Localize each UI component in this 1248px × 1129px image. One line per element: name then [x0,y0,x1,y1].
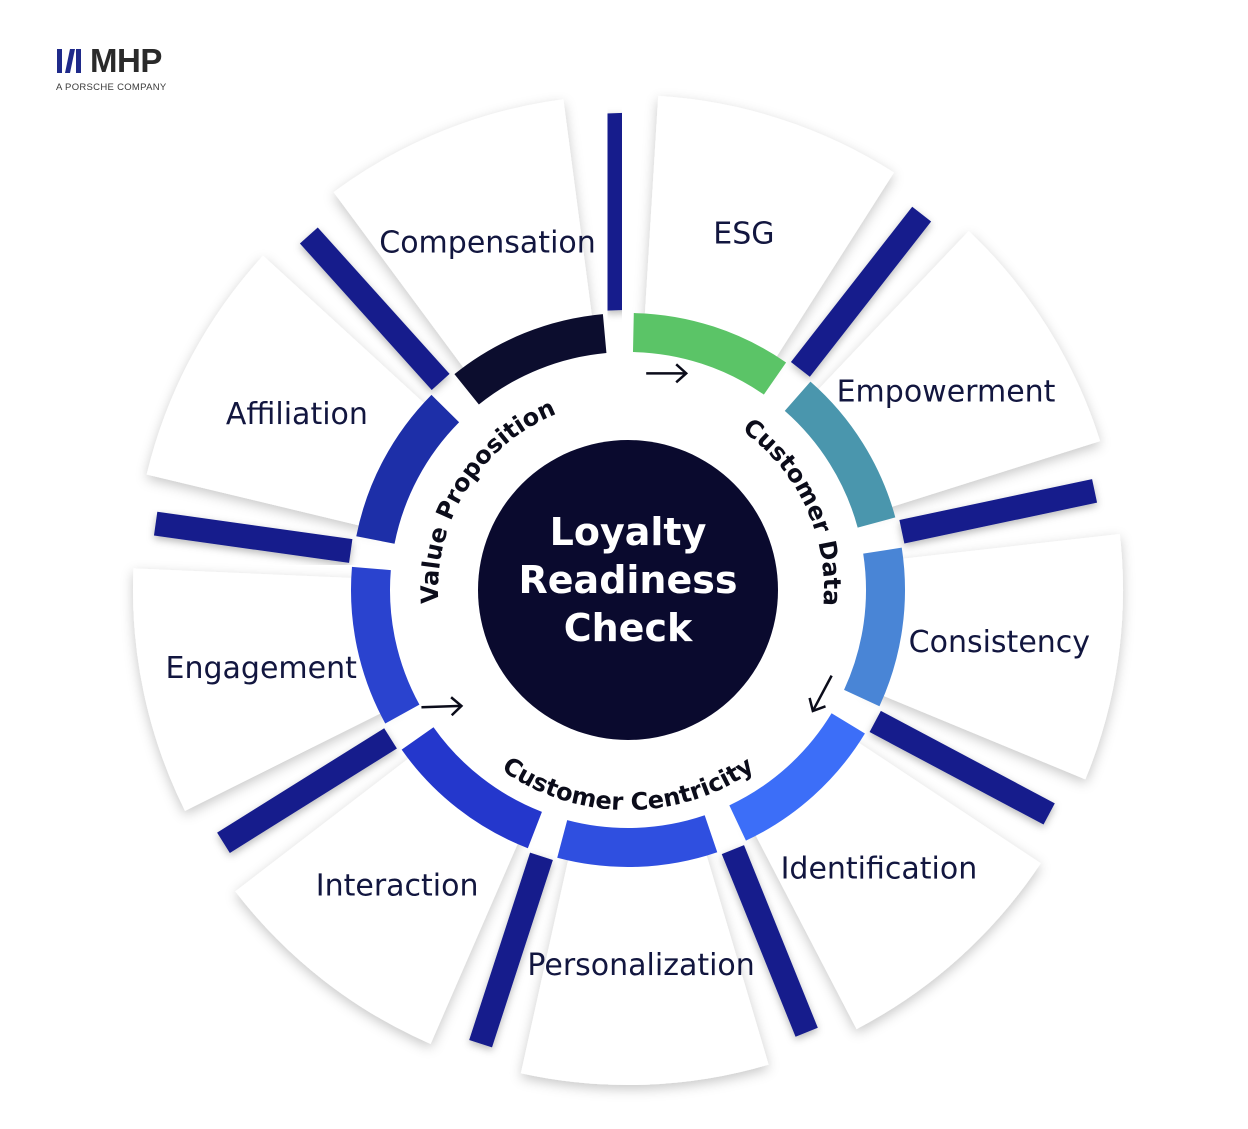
segment-consistency [863,533,1123,780]
center-circle [478,440,778,740]
mhp-logo-icon [57,49,81,73]
outer-segments [133,95,1123,1085]
divider-bar-9 [299,227,450,390]
segment-personalization [520,834,769,1085]
segment-esg [643,95,894,375]
segment-label-esg: ESG [713,216,774,251]
segment-label-personalization: Personalization [527,948,754,983]
center-title-line-3: Check [564,606,693,650]
divider-bar-1 [599,112,631,311]
logo-tagline: A PORSCHE COMPANY [56,82,167,93]
segment-dividers [153,112,1098,1048]
cycle-arrows [421,363,833,717]
arc-empowerment [784,381,896,528]
segment-label-affiliation: Affiliation [226,397,368,432]
divider-bar-7 [217,728,397,853]
center-title-line-1: Loyalty [550,510,707,554]
arc-esg [632,313,787,395]
divider-bar-6 [469,852,553,1048]
inner-ring-arcs [350,313,905,867]
center-title: Loyalty Readiness Check [519,510,738,650]
segment-labels: ESG EmpowermentConsistencyIdentificationP… [166,216,1091,982]
arc-compensation [454,314,607,405]
divider-bar-4 [869,710,1055,825]
clockwise-arrow-left [421,696,464,717]
ring-label-customer-centricity: Customer Centricity [498,751,759,816]
divider-bar-3 [899,479,1098,544]
arc-consistency [844,547,905,707]
divider-bar-2 [790,206,932,377]
mhp-logo: MHP A PORSCHE COMPANY [56,42,167,93]
segment-empowerment [803,230,1101,514]
arc-interaction [401,727,542,849]
arc-affiliation [356,394,460,544]
segment-interaction [235,745,527,1044]
segment-engagement [133,568,400,811]
center-title-line-2: Readiness [519,558,738,602]
segment-label-empowerment: Empowerment [837,374,1056,409]
segment-label-engagement: Engagement [166,651,358,686]
segment-label-consistency: Consistency [909,625,1090,660]
arc-engagement [350,566,420,724]
logo-word: MHP [90,42,162,79]
clockwise-arrow-top [646,363,689,384]
segment-label-identification: Identification [781,852,978,887]
clockwise-arrow-right [808,675,833,713]
divider-bar-8 [153,511,353,563]
divider-bar-5 [721,845,818,1037]
segment-label-interaction: Interaction [316,869,479,904]
segment-compensation [333,99,595,386]
segment-affiliation [146,255,440,531]
arc-personalization [557,815,718,867]
segment-label-compensation: Compensation [379,225,596,260]
segment-identification [745,730,1041,1030]
ring-label-customer-centricity-text: Customer Centricity [498,751,759,816]
arc-identification [729,713,865,841]
